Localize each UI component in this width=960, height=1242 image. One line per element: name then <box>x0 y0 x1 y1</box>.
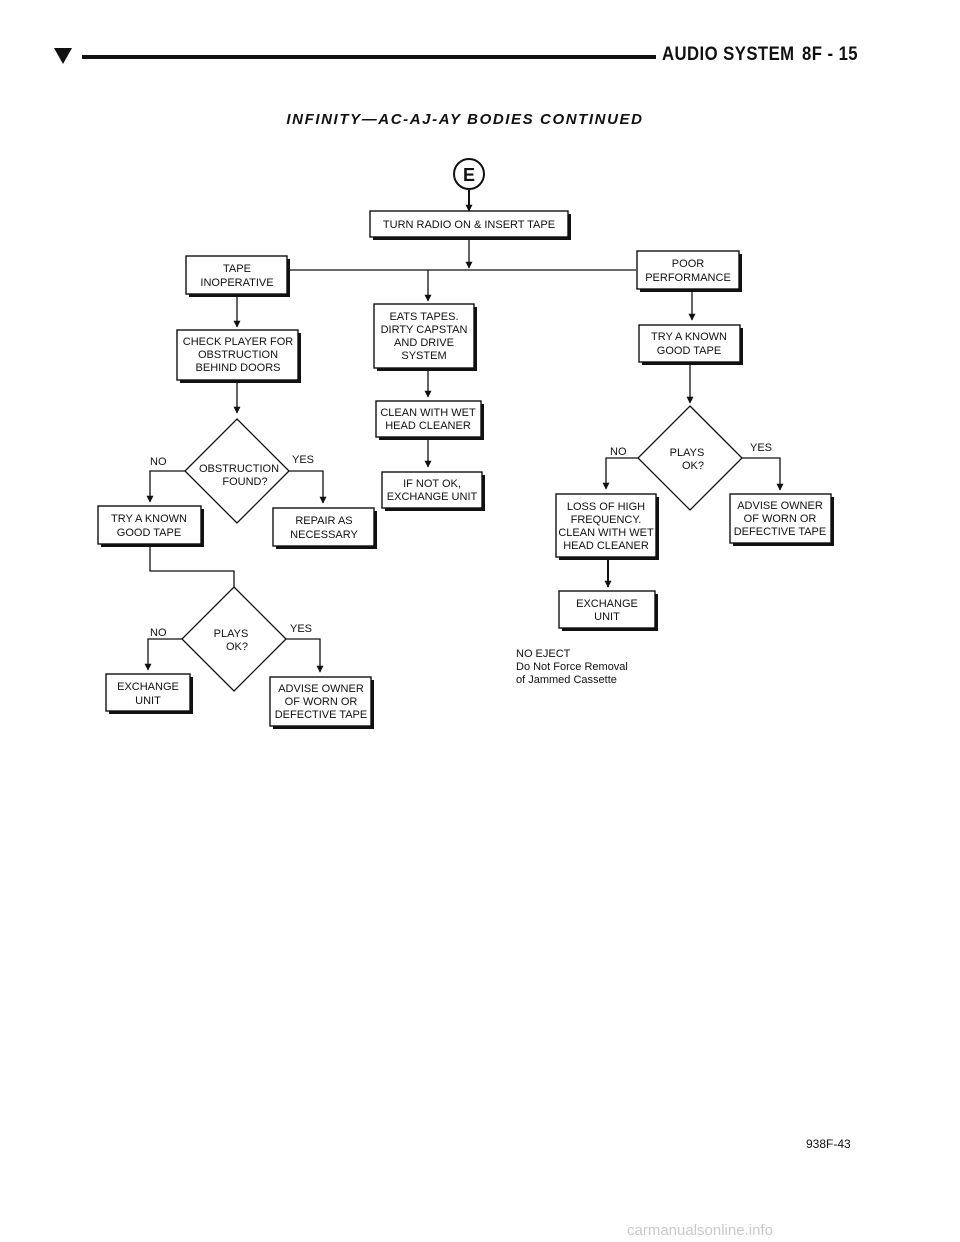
advise-owner-right-box: ADVISE OWNER OF WORN OR DEFECTIVE TAPE <box>729 493 834 546</box>
poor-performance-line: POOR <box>672 258 704 270</box>
poor-performance-box: POOR PERFORMANCE <box>636 250 742 292</box>
plays-ok-right-decision: PLAYS OK? <box>637 405 743 511</box>
try-known-tape-left-line: TRY A KNOWN <box>111 513 187 525</box>
plays-ok-left-decision: PLAYS OK? <box>181 586 287 692</box>
exchange-right-line: EXCHANGE <box>576 598 638 610</box>
eats-tapes-box: EATS TAPES. DIRTY CAPSTAN AND DRIVE SYST… <box>373 303 477 371</box>
try-known-tape-right-line: TRY A KNOWN <box>651 331 727 343</box>
tape-inoperative-line: TAPE <box>223 263 251 275</box>
connector <box>602 457 638 490</box>
start-node-label: E <box>463 165 475 185</box>
yes-label: YES <box>750 442 772 454</box>
no-label: NO <box>610 446 627 458</box>
advise-right-line: DEFECTIVE TAPE <box>734 526 827 538</box>
try-known-tape-left-line: GOOD TAPE <box>117 527 181 539</box>
header-triangle-icon <box>54 48 72 64</box>
no-eject-line: NO EJECT <box>516 648 571 660</box>
advise-right-line: ADVISE OWNER <box>737 500 823 512</box>
exchange-left-line: UNIT <box>135 695 161 707</box>
section-title: INFINITY—AC-AJ-AY BODIES CONTINUED <box>286 111 644 128</box>
obstruction-found-line: FOUND? <box>222 476 267 488</box>
check-player-line: CHECK PLAYER FOR <box>183 336 293 348</box>
check-player-line: OBSTRUCTION <box>198 349 278 361</box>
advise-owner-left-box: ADVISE OWNER OF WORN OR DEFECTIVE TAPE <box>269 676 374 729</box>
loss-high-freq-line: CLEAN WITH WET <box>558 527 654 539</box>
turn-radio-on-text: TURN RADIO ON & INSERT TAPE <box>383 219 555 231</box>
clean-wet-box: CLEAN WITH WET HEAD CLEANER <box>375 400 484 440</box>
no-label: NO <box>150 456 167 468</box>
header-rule <box>82 55 656 59</box>
exchange-right-line: UNIT <box>594 611 620 623</box>
connector <box>146 470 185 503</box>
poor-performance-line: PERFORMANCE <box>645 272 731 284</box>
advise-left-line: ADVISE OWNER <box>278 683 364 695</box>
exchange-left-line: EXCHANGE <box>117 681 179 693</box>
exchange-right-box: EXCHANGE UNIT <box>558 590 658 631</box>
connector <box>149 544 235 587</box>
start-node-e: E <box>453 158 485 190</box>
obstruction-found-line: OBSTRUCTION <box>199 463 279 475</box>
loss-high-frequency-box: LOSS OF HIGH FREQUENCY. CLEAN WITH WET H… <box>555 493 659 560</box>
advise-left-line: OF WORN OR <box>285 696 358 708</box>
check-player-box: CHECK PLAYER FOR OBSTRUCTION BEHIND DOOR… <box>176 329 301 383</box>
loss-high-freq-line: HEAD CLEANER <box>563 540 649 552</box>
eats-tapes-line: DIRTY CAPSTAN <box>381 324 468 336</box>
if-not-ok-line: EXCHANGE UNIT <box>387 491 478 503</box>
eats-tapes-line: EATS TAPES. <box>389 311 458 323</box>
if-not-ok-box: IF NOT OK, EXCHANGE UNIT <box>381 471 485 511</box>
repair-line: NECESSARY <box>290 529 358 541</box>
plays-ok-right-line: OK? <box>682 460 704 472</box>
obstruction-found-decision: OBSTRUCTION FOUND? <box>184 418 290 524</box>
try-known-tape-right-box: TRY A KNOWN GOOD TAPE <box>638 324 743 365</box>
plays-ok-left-line: PLAYS <box>214 628 249 640</box>
loss-high-freq-line: FREQUENCY. <box>571 514 642 526</box>
tape-inoperative-line: INOPERATIVE <box>200 277 273 289</box>
yes-label: YES <box>292 454 314 466</box>
advise-left-line: DEFECTIVE TAPE <box>275 709 368 721</box>
connector <box>742 457 784 491</box>
connector <box>144 638 182 671</box>
clean-wet-line: HEAD CLEANER <box>385 420 471 432</box>
clean-wet-line: CLEAN WITH WET <box>380 407 476 419</box>
yes-label: YES <box>290 623 312 635</box>
no-eject-line: Do Not Force Removal <box>516 661 628 673</box>
try-known-tape-right-line: GOOD TAPE <box>657 345 721 357</box>
turn-radio-on-box: TURN RADIO ON & INSERT TAPE <box>369 210 571 240</box>
watermark: carmanualsonline.info <box>627 1222 773 1239</box>
eats-tapes-line: SYSTEM <box>401 350 446 362</box>
if-not-ok-line: IF NOT OK, <box>403 478 461 490</box>
header-page-number: 8F - 15 <box>802 44 859 65</box>
no-label: NO <box>150 627 167 639</box>
exchange-left-box: EXCHANGE UNIT <box>105 673 193 714</box>
eats-tapes-line: AND DRIVE <box>394 337 454 349</box>
connector <box>286 638 324 673</box>
advise-right-line: OF WORN OR <box>744 513 817 525</box>
loss-high-freq-line: LOSS OF HIGH <box>567 501 645 513</box>
header-section: AUDIO SYSTEM <box>662 44 795 65</box>
tape-inoperative-box: TAPE INOPERATIVE <box>185 255 290 297</box>
figure-code: 938F-43 <box>806 1137 851 1151</box>
no-eject-note: NO EJECT Do Not Force Removal of Jammed … <box>516 648 628 686</box>
try-known-tape-left-box: TRY A KNOWN GOOD TAPE <box>97 505 204 547</box>
plays-ok-left-line: OK? <box>226 641 248 653</box>
repair-box: REPAIR AS NECESSARY <box>272 507 377 549</box>
connector <box>289 470 327 504</box>
repair-line: REPAIR AS <box>295 515 352 527</box>
check-player-line: BEHIND DOORS <box>196 362 281 374</box>
no-eject-line: of Jammed Cassette <box>516 674 617 686</box>
plays-ok-right-line: PLAYS <box>670 447 705 459</box>
